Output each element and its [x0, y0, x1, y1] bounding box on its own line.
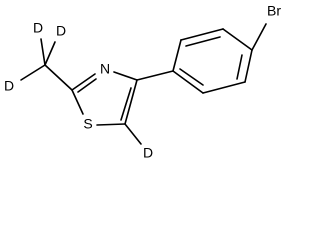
atom-s-label: S	[83, 116, 92, 132]
bond-c4-c5-outer	[124, 79, 138, 125]
atom-d-ring-label: D	[143, 145, 153, 161]
bond-n-c4	[113, 71, 138, 81]
bond-c2-n-outer	[71, 73, 96, 91]
bond-ph-5-6	[202, 81, 246, 94]
bond-ph-inner-a	[185, 36, 221, 47]
molecule-canvas: D D D N S D Br	[3, 2, 282, 161]
bond-c4-c5-inner	[120, 87, 132, 121]
bond-c5-s	[96, 123, 126, 126]
bond-ph-4-5	[244, 49, 253, 83]
bond-c5-d	[124, 123, 142, 145]
atom-d-right-label: D	[56, 23, 66, 39]
bond-ph-3-4	[222, 28, 253, 51]
bond-methyl-c2	[44, 64, 73, 91]
bond-ph-6-1	[172, 70, 204, 94]
bond-c2-n-inner	[77, 78, 97, 93]
bond-ph-br	[251, 23, 267, 51]
bond-c-d-top	[40, 38, 46, 66]
bond-ph-inner-b	[236, 54, 243, 80]
bond-c-d-left	[20, 64, 46, 81]
bond-c4-phenyl	[136, 70, 174, 81]
bond-ph-inner-c	[179, 68, 204, 86]
atom-d-left-label: D	[4, 78, 14, 94]
bond-s-c2	[71, 89, 84, 115]
atom-n-label: N	[100, 61, 110, 77]
atom-br-label: Br	[267, 3, 281, 19]
bond-c-d-right	[44, 41, 56, 66]
atom-d-top-label: D	[33, 20, 43, 36]
bond-ph-1-2	[172, 39, 182, 72]
bond-ph-2-3	[180, 28, 224, 41]
molecule-structure: D D D N S D Br	[4, 3, 281, 161]
